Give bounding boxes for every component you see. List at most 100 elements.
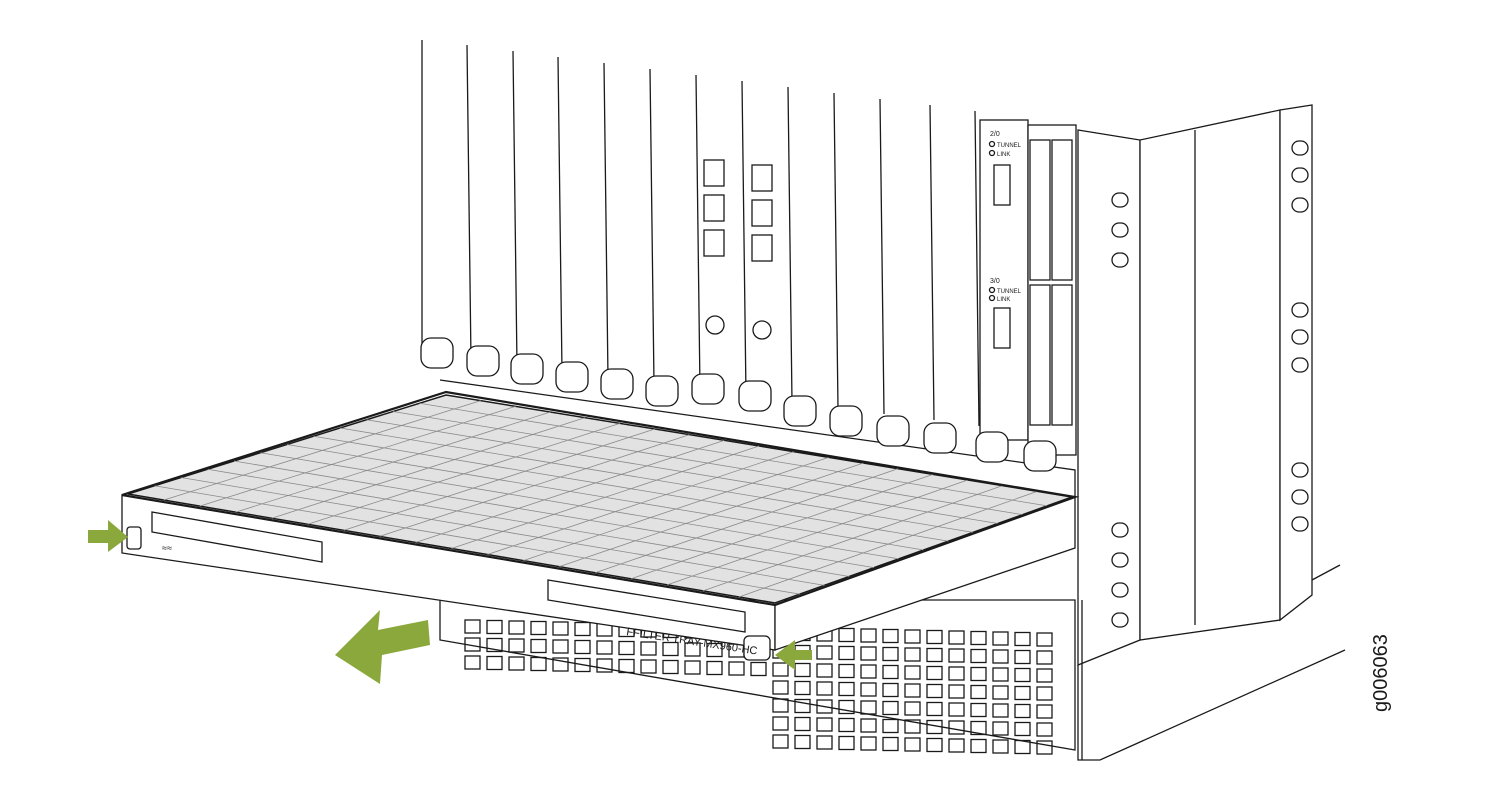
vent-hole [662,659,679,675]
vent-hole [992,685,1009,700]
tray-handle-left [151,511,323,563]
vent-hole [552,639,569,654]
tray-handle-right [547,579,746,633]
card-slot-edge [557,56,563,373]
rack-hole [1291,302,1309,318]
vent-hole [706,660,723,676]
vent-hole [552,621,569,636]
ejector-handle [1023,440,1057,472]
thumbscrew [705,315,725,335]
latch-left[interactable] [126,526,142,550]
filter-grid-line [154,485,800,595]
ejector-handle [555,361,589,393]
vent-hole [1036,668,1053,683]
vent-hole [860,736,877,751]
vent-hole [1014,739,1031,755]
rack-mount-holes [1111,140,1309,628]
vent-hole [948,666,965,681]
vent-hole [596,658,613,673]
card-slot-edge [695,74,701,391]
vent-hole [1036,686,1053,701]
vent-hole [684,660,701,675]
vent-hole [772,662,789,677]
vent-hole [882,646,899,662]
vent-hole [640,641,657,656]
card-slot-edge [649,68,655,385]
vent-hole [530,656,547,672]
latch-right[interactable] [743,635,771,661]
vent-hole [838,663,855,679]
card-slot-edge [603,62,609,379]
vent-hole [926,701,943,717]
vent-hole [772,698,789,713]
vent-hole [772,680,789,695]
vent-hole [992,739,1009,754]
chassis-ledge [439,379,1076,497]
port-label: 3/0 [990,278,1000,285]
vent-hole [816,717,833,732]
ejector-handle [466,345,500,377]
led-label: LINK [997,297,1010,303]
vent-hole [926,647,943,663]
vent-hole [904,719,921,734]
card-slot-edge [741,80,747,397]
chassis-card-slots [466,44,980,427]
rj45-port [751,164,773,192]
vent-hole [574,657,591,673]
card-ejector-handles [420,337,1057,472]
card-slot-edge [833,92,839,409]
vent-hole [1014,667,1031,683]
vent-hole [838,681,855,697]
card-slot-edge [512,50,518,367]
vent-hole [1036,650,1053,665]
vent-hole [772,734,789,749]
vent-hole [1014,703,1031,719]
rj45-port [751,234,773,262]
filter-grid-line [419,402,1048,507]
rack-hole [1291,489,1309,505]
filter-grid [154,400,1048,598]
card-slot-edge [974,110,980,427]
vent-hole [1036,632,1053,647]
vent-hole [948,648,965,663]
vent-hole [860,628,877,643]
vent-hole [882,628,899,644]
vent-hole [992,703,1009,718]
vent-hole [970,702,987,718]
vent-hole [926,683,943,699]
rack-hole [1291,329,1309,345]
ejector-handle [829,405,863,437]
vent-hole [706,642,723,658]
filter-grid-line [286,444,924,551]
vent-hole [464,655,481,670]
vent-hole [464,637,481,652]
filter-grid-line [260,452,899,560]
vent-hole [860,646,877,661]
ejector-handle [600,368,634,400]
rack-hole [1291,140,1309,156]
vent-hole [860,682,877,697]
filter-tray: ≈≈ FFILTER TRAY-MX960-HC [121,390,1080,661]
vent-hole [486,655,503,671]
vent-hole [838,717,855,733]
vent-hole [574,639,591,655]
rack-hole [1111,522,1129,538]
vent-hole [464,619,481,634]
ejector-handle [783,395,817,427]
vent-hole [1036,722,1053,737]
rack-hole [1111,222,1129,238]
rack-hole [1111,192,1129,208]
vent-hole [794,716,811,732]
vent-hole [882,718,899,734]
vent-hole [992,721,1009,736]
vent-hole [838,735,855,751]
filter-grid-line [392,411,1023,516]
vent-hole [948,720,965,735]
vent-hole [904,701,921,716]
vent-hole [1014,631,1031,647]
card-slot-edge [879,98,885,415]
vent-hole [728,661,745,676]
vent-hole [970,720,987,736]
